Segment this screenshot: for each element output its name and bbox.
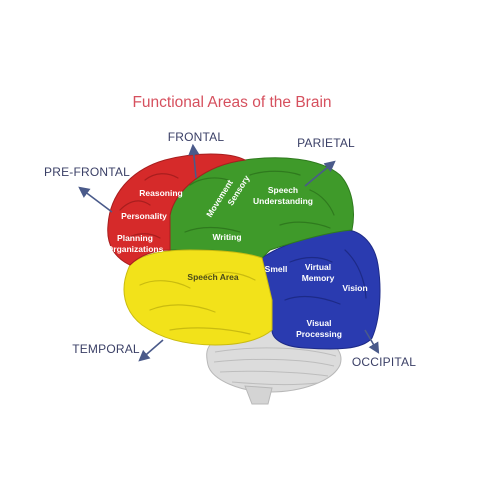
label-temporal: TEMPORAL	[72, 342, 140, 356]
arrow-parietal	[304, 160, 336, 187]
area-virtual-memory-line1: Virtual	[305, 262, 331, 272]
area-planning-line1: Planning	[117, 233, 153, 243]
arrow-occipital	[364, 329, 380, 354]
gyri-texture	[119, 170, 367, 335]
arrow-pre-frontal	[78, 186, 113, 213]
label-parietal: PARIETAL	[297, 136, 355, 150]
area-speech-area: Speech Area	[187, 272, 238, 282]
area-personality: Personality	[121, 211, 167, 221]
arrow-frontal	[188, 143, 200, 179]
diagram-title: Functional Areas of the Brain	[132, 94, 331, 111]
area-visual-processing-line1: Visual	[307, 318, 332, 328]
area-planning-line2: Organizations	[107, 244, 164, 254]
area-smell: Smell	[265, 264, 288, 274]
lobe-arrows	[78, 143, 380, 362]
area-vision: Vision	[342, 283, 367, 293]
area-speech-understanding-line2: Understanding	[253, 196, 313, 206]
temporal-lobe	[123, 249, 273, 346]
frontal-lobe	[107, 153, 247, 266]
area-writing: Writing	[212, 232, 241, 242]
label-occipital: OCCIPITAL	[352, 355, 416, 369]
label-frontal: FRONTAL	[168, 130, 225, 144]
area-speech-understanding-line1: Speech	[268, 185, 298, 195]
area-visual-processing-line2: Processing	[296, 329, 342, 339]
brain-stem	[244, 385, 273, 405]
arrow-temporal	[138, 339, 164, 362]
area-reasoning: Reasoning	[139, 188, 182, 198]
label-pre-frontal: PRE-FRONTAL	[44, 165, 130, 179]
area-virtual-memory-line2: Memory	[302, 273, 335, 283]
